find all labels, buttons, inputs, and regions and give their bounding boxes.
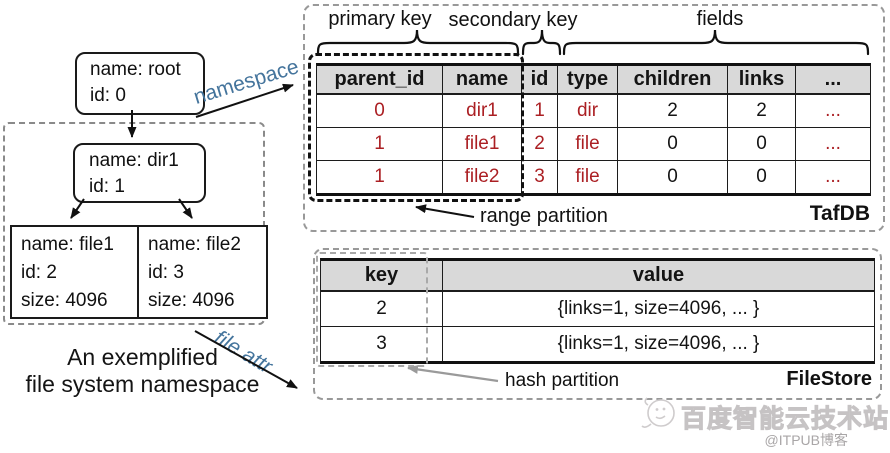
filestore-table: key value 2 {links=1, size=4096, ... } 3…	[320, 258, 875, 364]
table-cell: 2	[321, 292, 443, 327]
filestore-header-key: key	[321, 261, 443, 292]
table-cell: 2	[728, 95, 796, 128]
tree-node-root: name: root id: 0	[75, 52, 205, 115]
table-cell: 2	[618, 95, 728, 128]
node-file2-size: size: 4096	[148, 290, 235, 311]
namespace-arrow-label: namespace	[190, 55, 302, 109]
hash-partition-label: hash partition	[505, 370, 620, 391]
node-file1-id: id: 2	[21, 262, 57, 283]
table-cell: {links=1, size=4096, ... }	[557, 333, 760, 354]
filestore-title: FileStore	[786, 368, 872, 390]
node-file1-size: size: 4096	[21, 290, 108, 311]
node-file2-name: name: file2	[148, 234, 241, 255]
table-cell: ...	[825, 166, 841, 187]
table-cell: dir	[558, 95, 618, 128]
brand-logo-icon	[641, 397, 675, 428]
table-cell: 0	[728, 128, 796, 161]
tree-node-file2: name: file2 id: 3 size: 4096	[137, 225, 268, 319]
fields-label: fields	[696, 8, 744, 30]
watermark-credit-text: @ITPUB博客	[764, 432, 848, 448]
table-cell: 0	[618, 161, 728, 193]
tree-node-file1: name: file1 id: 2 size: 4096	[10, 225, 141, 319]
node-root-id: id: 0	[90, 85, 126, 106]
table-cell: 2	[522, 128, 558, 161]
primary-key-label: primary key	[328, 8, 432, 30]
table-cell: file1	[443, 128, 522, 161]
tafdb-header-more: ...	[796, 66, 870, 95]
table-cell: ...	[796, 95, 870, 128]
table-cell: file	[558, 128, 618, 161]
tafdb-table: parent_id name id type children links ..…	[316, 63, 871, 196]
watermark-brand-text: 百度智能云技术站	[680, 405, 890, 434]
tafdb-header-type: type	[558, 66, 618, 95]
secondary-key-label: secondary key	[448, 9, 578, 31]
tree-node-dir1: name: dir1 id: 1	[73, 143, 206, 203]
tafdb-header-links: links	[728, 66, 796, 95]
table-cell: 3	[522, 161, 558, 193]
filestore-panel	[313, 248, 882, 400]
caption-line-2: file system namespace	[25, 371, 260, 397]
table-cell: ...	[796, 128, 870, 161]
caption-line-1: An exemplified	[67, 344, 218, 370]
table-cell: 3	[321, 327, 443, 361]
table-cell: file2	[443, 161, 522, 193]
tafdb-title: TafDB	[809, 202, 870, 225]
node-root-name: name: root	[90, 59, 181, 80]
node-file1-name: name: file1	[21, 234, 114, 255]
tafdb-header-children: children	[618, 66, 728, 95]
namespace-dashed-region	[3, 122, 265, 325]
table-cell: 1	[522, 95, 558, 128]
table-cell: 1	[317, 161, 443, 193]
filestore-header-value: value	[443, 261, 874, 292]
table-cell: {links=1, size=4096, ... }	[443, 292, 874, 327]
tafdb-header-name: name	[443, 66, 522, 95]
tafdb-header-parent-id: parent_id	[317, 66, 443, 95]
table-cell: dir1	[443, 95, 522, 128]
node-file2-id: id: 3	[148, 262, 184, 283]
range-partition-label: range partition	[480, 205, 608, 227]
node-dir1-name: name: dir1	[89, 150, 179, 171]
node-dir1-id: id: 1	[89, 176, 125, 197]
table-cell: file	[558, 161, 618, 193]
tafdb-header-id: id	[522, 66, 558, 95]
table-cell: 0	[728, 161, 796, 193]
table-cell: 0	[618, 128, 728, 161]
table-cell: 0	[317, 95, 443, 128]
table-cell: 1	[317, 128, 443, 161]
tafdb-panel	[303, 4, 885, 232]
